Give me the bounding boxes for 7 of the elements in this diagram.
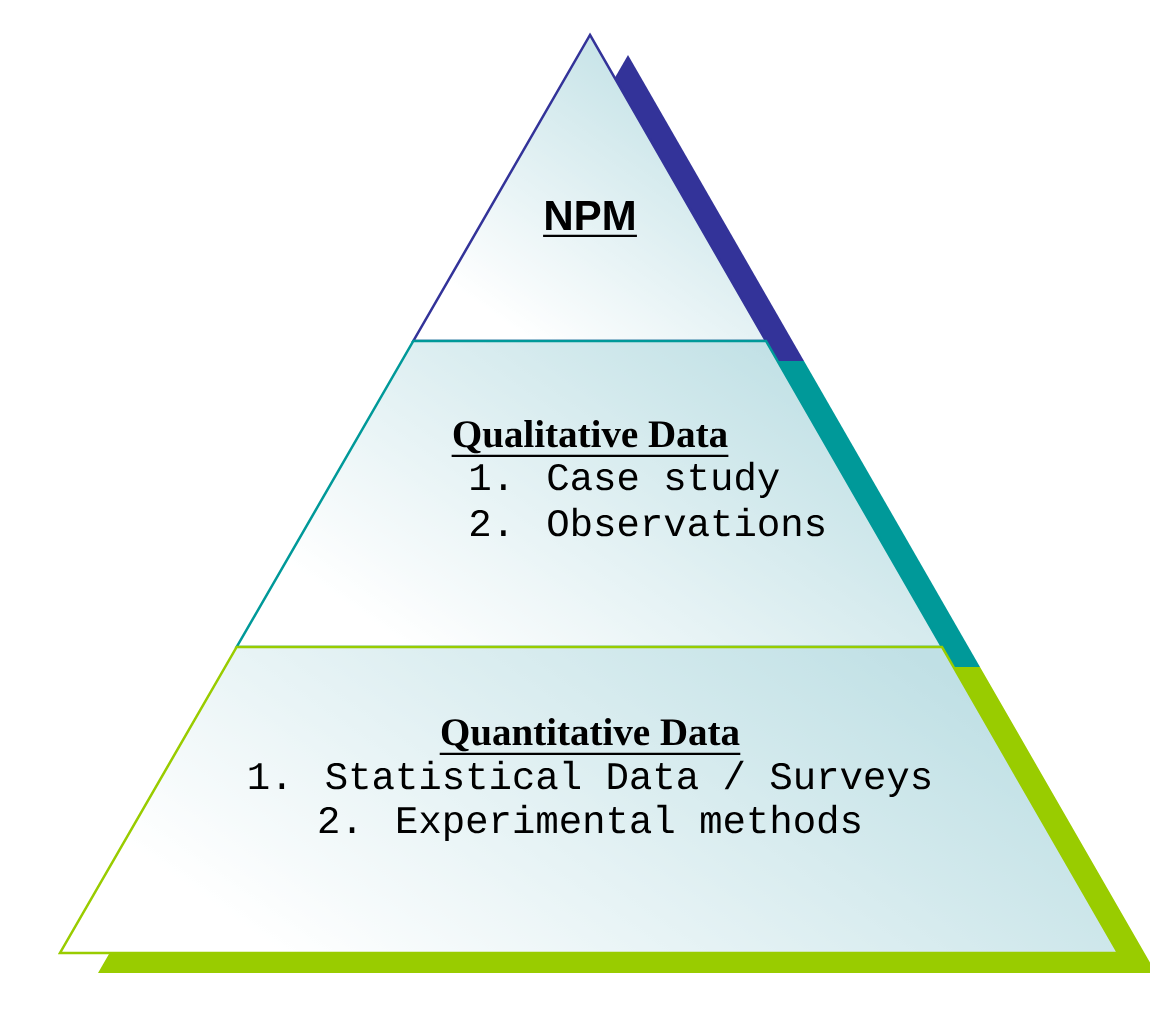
tier-heading: Quantitative Data bbox=[439, 717, 741, 756]
list-item: 2. Observations bbox=[471, 507, 824, 537]
list-item: 1. Case study bbox=[471, 461, 779, 499]
list-item: 1. Statistical Data / Surveys bbox=[249, 760, 930, 798]
list-item: 2. Experimental methods bbox=[319, 804, 860, 842]
tier-heading: NPM bbox=[543, 201, 637, 238]
tier-heading: Qualitative Data bbox=[451, 419, 729, 458]
